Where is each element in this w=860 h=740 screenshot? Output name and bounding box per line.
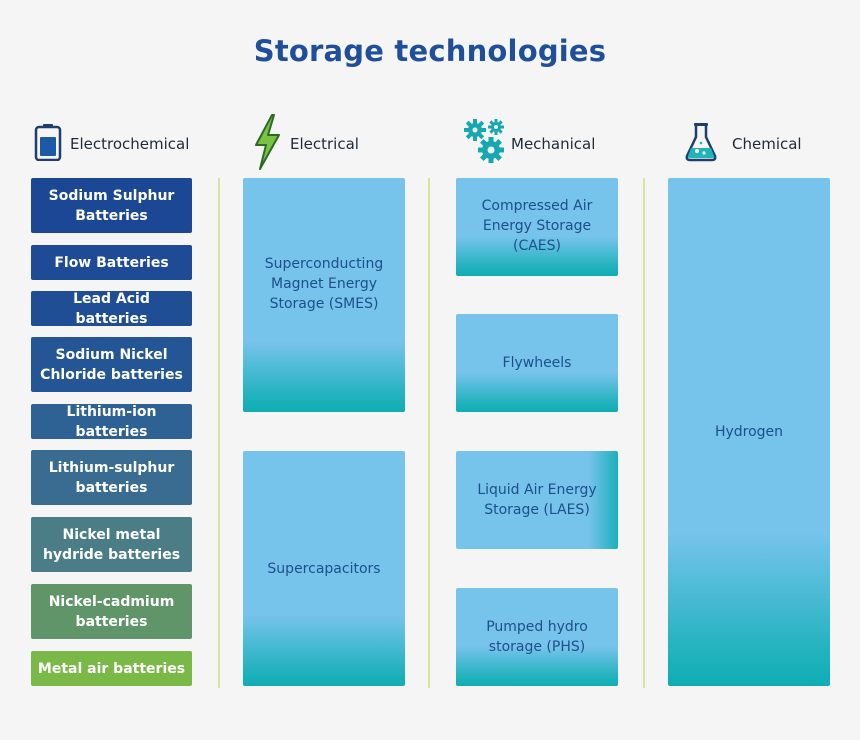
mechanical-item-flywheels: Flywheels <box>456 314 618 412</box>
electrochemical-item: Flow Batteries <box>31 245 192 280</box>
flask-icon <box>684 122 718 166</box>
column-label: Electrical <box>290 135 359 153</box>
page-title: Storage technologies <box>253 34 607 68</box>
mechanical-item-phs: Pumped hydro storage (PHS) <box>456 588 618 686</box>
item-label: Nickel metal hydride batteries <box>42 526 181 563</box>
item-label: Superconducting Magnet Energy Storage (S… <box>264 256 384 312</box>
column-divider <box>643 178 645 688</box>
electrical-item-smes: Superconducting Magnet Energy Storage (S… <box>243 178 405 412</box>
lightning-bolt-icon <box>252 114 282 174</box>
item-label: Sodium Nickel Chloride batteries <box>40 346 183 383</box>
column-label: Mechanical <box>511 135 596 153</box>
electrical-item-supercapacitors: Supercapacitors <box>243 451 405 686</box>
item-label: Pumped hydro storage (PHS) <box>486 619 588 655</box>
electrochemical-item: Lithium-ion batteries <box>31 403 192 440</box>
item-label: Sodium Sulphur Batteries <box>48 187 175 224</box>
column-label: Chemical <box>732 135 802 153</box>
item-label: Flow Batteries <box>54 254 169 271</box>
column-label: Electrochemical <box>70 135 190 153</box>
item-label: Nickel-cadmium batteries <box>48 593 175 630</box>
column-header-electrochemical: Electrochemical <box>34 118 189 170</box>
column-header-chemical: Chemical <box>684 118 802 170</box>
electrochemical-item: Sodium Sulphur Batteries <box>31 178 192 233</box>
electrochemical-item: Lead Acid batteries <box>31 290 192 327</box>
electrochemical-item: Nickel metal hydride batteries <box>31 517 192 572</box>
column-header-electrical: Electrical <box>252 114 359 170</box>
item-label: Hydrogen <box>714 424 784 440</box>
item-label: Metal air batteries <box>37 660 186 677</box>
electrochemical-item: Nickel-cadmium batteries <box>31 584 192 639</box>
mechanical-item-laes: Liquid Air Energy Storage (LAES) <box>456 451 618 549</box>
electrochemical-item: Metal air batteries <box>31 651 192 686</box>
item-label: Liquid Air Energy Storage (LAES) <box>477 482 597 518</box>
battery-icon <box>34 123 62 165</box>
column-divider <box>218 178 220 688</box>
item-label: Lithium-ion batteries <box>66 403 157 440</box>
item-label: Lead Acid batteries <box>73 290 150 327</box>
item-label: Compressed Air Energy Storage (CAES) <box>481 198 593 254</box>
electrochemical-item: Lithium-sulphur batteries <box>31 450 192 505</box>
gears-icon <box>463 118 509 170</box>
chemical-item-hydrogen: Hydrogen <box>668 178 830 686</box>
mechanical-item-caes: Compressed Air Energy Storage (CAES) <box>456 178 618 276</box>
item-label: Flywheels <box>502 355 572 371</box>
column-header-mechanical: Mechanical <box>463 118 595 170</box>
electrochemical-item: Sodium Nickel Chloride batteries <box>31 337 192 392</box>
item-label: Supercapacitors <box>267 560 381 577</box>
item-label: Lithium-sulphur batteries <box>48 459 175 496</box>
column-divider <box>428 178 430 688</box>
